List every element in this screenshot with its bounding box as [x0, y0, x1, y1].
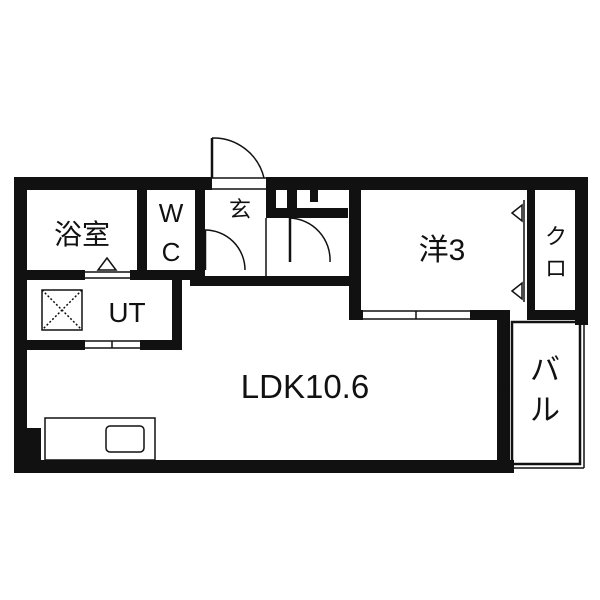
exterior-walls: [14, 177, 588, 473]
room-labels: 浴室 W C 玄 UT 洋3 ク ロ LDK10.6 バ ル: [54, 197, 567, 427]
label-ldk: LDK10.6: [241, 368, 369, 405]
label-bedroom: 洋3: [419, 234, 466, 267]
label-balcony-2: ル: [530, 394, 560, 427]
label-bath: 浴室: [54, 219, 110, 250]
label-wc-c: C: [162, 237, 181, 267]
washing-machine-icon: [41, 289, 83, 331]
label-closet-2: ロ: [545, 256, 567, 281]
balcony-outline: [510, 320, 585, 469]
closet-doors: [510, 200, 525, 302]
windows: [85, 177, 509, 460]
door-swing-icon: [203, 137, 331, 276]
label-balcony-1: バ: [530, 354, 560, 387]
step-triangle-icon: [96, 256, 118, 271]
label-entrance: 玄: [229, 197, 251, 222]
interior-walls: [27, 190, 588, 473]
label-wc-w: W: [159, 198, 184, 228]
label-closet-1: ク: [545, 224, 567, 249]
kitchen-sink-icon: [44, 417, 156, 461]
label-washroom: UT: [108, 297, 145, 328]
